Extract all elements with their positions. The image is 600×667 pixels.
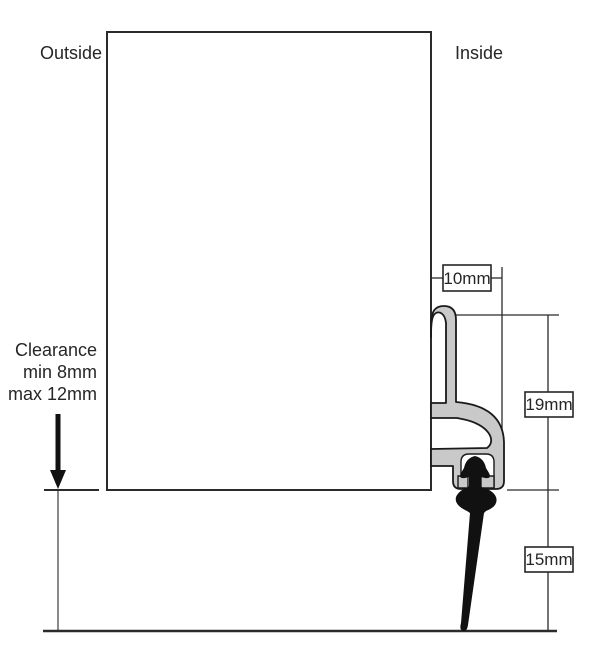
dim-10mm-label: 10mm xyxy=(443,269,490,288)
dim-10mm-box xyxy=(442,264,492,292)
dim-19mm: 19mm xyxy=(524,391,574,418)
clearance-label-line3: max 12mm xyxy=(8,384,97,404)
inside-label: Inside xyxy=(455,43,503,63)
dim-15mm: 15mm xyxy=(524,546,574,573)
dim-19mm-box xyxy=(524,391,574,418)
door-panel-fill xyxy=(107,32,431,490)
outside-label: Outside xyxy=(40,43,102,63)
clearance-annotation: Clearance min 8mm max 12mm xyxy=(8,340,99,630)
clearance-label-line2: min 8mm xyxy=(23,362,97,382)
dim-19mm-label: 19mm xyxy=(525,395,572,414)
clearance-label-line1: Clearance xyxy=(15,340,97,360)
clearance-arrow-icon xyxy=(50,414,66,489)
dim-15mm-label: 15mm xyxy=(525,550,572,569)
dim-10mm: 10mm xyxy=(442,264,492,292)
rubber-fin-seal xyxy=(455,456,497,632)
dimension-lines xyxy=(431,267,559,631)
dim-15mm-box xyxy=(524,546,574,573)
door-panel-hatch xyxy=(106,31,432,491)
door-panel xyxy=(106,31,432,491)
